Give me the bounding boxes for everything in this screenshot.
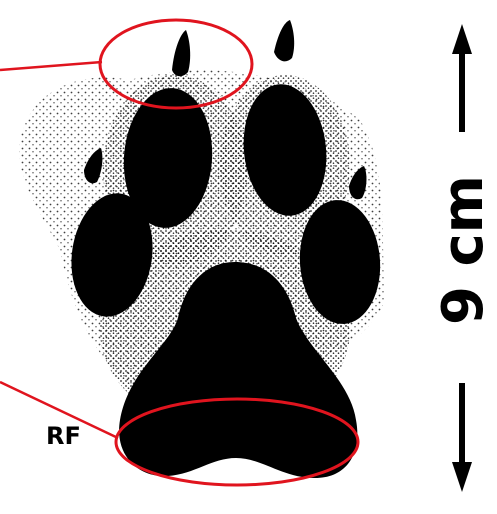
foot-label: RF	[46, 422, 81, 450]
scale-label: 9 cm	[431, 175, 496, 325]
scale-bar: 9 cm	[431, 24, 496, 492]
arrow-down-icon	[452, 462, 472, 492]
claw-inner-right	[274, 20, 294, 61]
arrow-up-icon	[452, 24, 472, 54]
claw-inner-left	[172, 30, 190, 76]
